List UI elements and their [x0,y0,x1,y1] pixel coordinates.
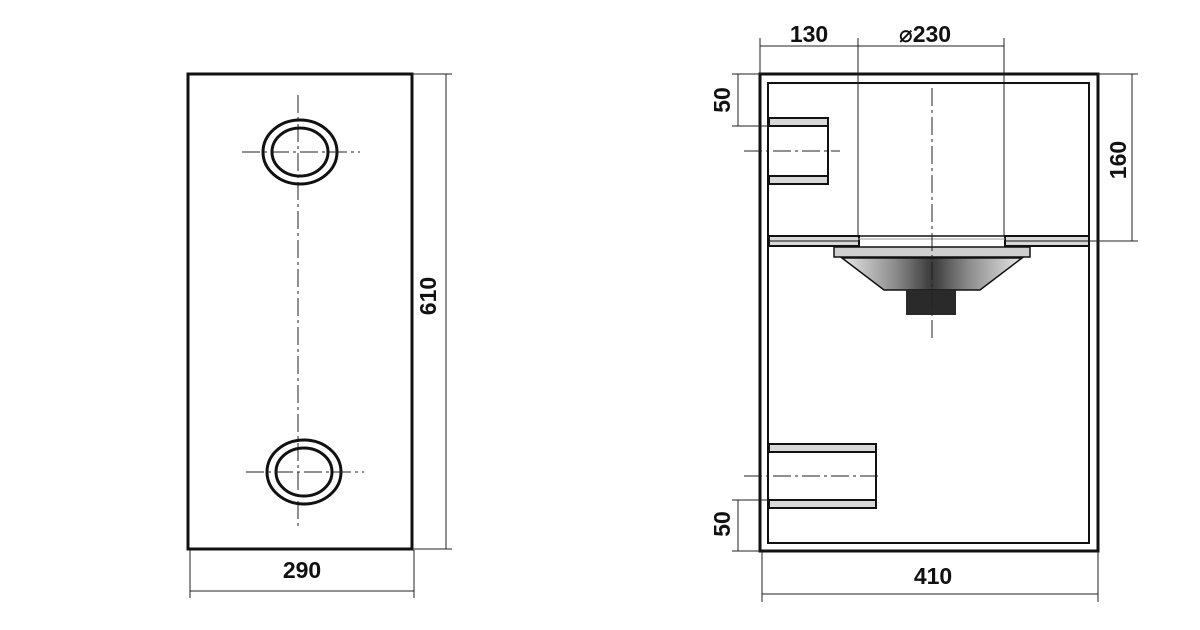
side-bottom-port-tube [744,443,880,509]
woofer-diameter-label: ⌀230 [899,21,951,47]
side-top-dimensions: 130 ⌀230 [759,21,1005,236]
woofer-offset-label: 130 [790,21,828,47]
front-top-port [242,118,360,186]
baffle-height-label: 160 [1105,141,1131,179]
side-depth-dimension: 410 [761,551,1099,602]
side-depth-label: 410 [914,563,952,589]
front-view: 290 610 [186,72,452,598]
bottom-port-offset-label: 50 [709,511,735,537]
baffle [768,235,1090,247]
side-view: 130 ⌀230 50 50 160 410 [709,21,1138,602]
front-width-label: 290 [283,557,321,583]
front-panel-outline [186,72,414,551]
front-height-dimension: 610 [412,73,452,550]
front-width-dimension: 290 [189,550,415,598]
front-height-label: 610 [415,277,441,315]
side-top-port-tube [744,117,840,185]
front-bottom-port [246,438,364,506]
top-port-offset-label: 50 [709,87,735,113]
side-inner-wall [767,82,1090,544]
top-port-offset-dimension: 50 [709,73,769,127]
woofer-magnet [906,290,956,315]
side-outer-wall [758,72,1100,553]
baffle-height-dimension: 160 [1089,73,1138,242]
bottom-port-offset-dimension: 50 [709,499,769,552]
